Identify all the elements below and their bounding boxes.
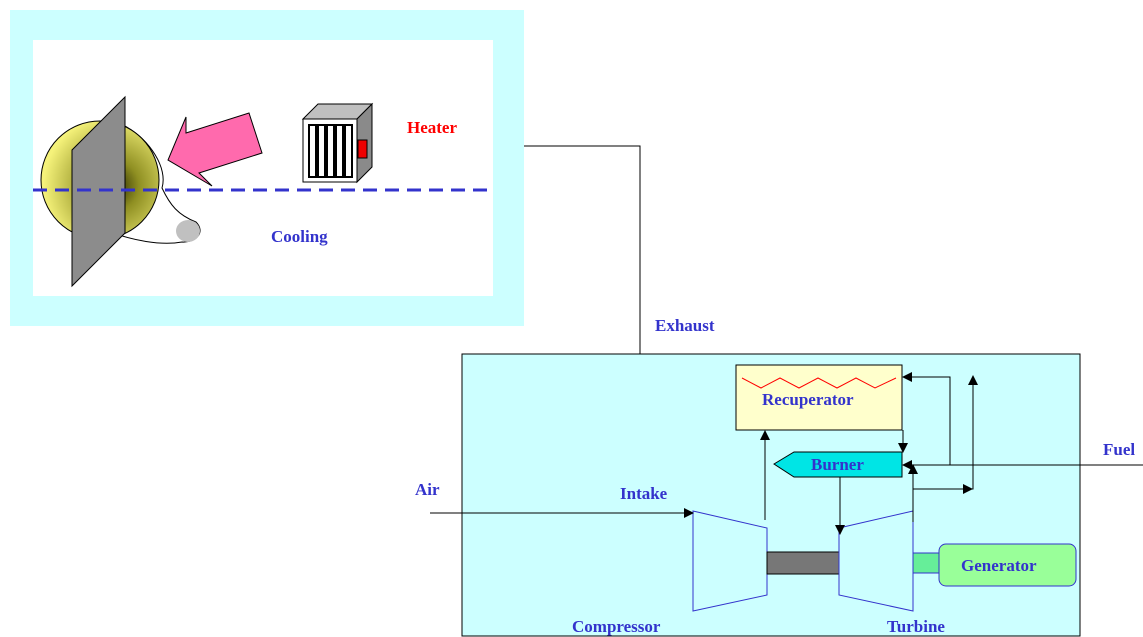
generator-label: Generator — [961, 556, 1037, 575]
exhaust-label: Exhaust — [655, 316, 715, 335]
flow-arrows — [430, 372, 1143, 535]
heater-icon — [301, 102, 374, 184]
turbine-label: Turbine — [887, 617, 945, 636]
air-label: Air — [415, 480, 440, 499]
heat-flow-arrow-icon — [167, 112, 263, 187]
recuperator-coil-icon — [741, 377, 897, 389]
recuperator: Recuperator — [735, 364, 903, 431]
exhaust-line — [524, 145, 736, 378]
turbine — [838, 510, 914, 612]
thruster-icon — [40, 95, 201, 288]
compressor-label: Compressor — [572, 617, 661, 636]
turbine-system: Recuperator Burner Generator — [430, 353, 1143, 637]
compressor — [692, 510, 768, 612]
fuel-label: Fuel — [1103, 440, 1135, 459]
burner-label: Burner — [811, 455, 864, 474]
generator-coupling — [912, 552, 940, 574]
intake-label: Intake — [620, 484, 668, 503]
heater-label: Heater — [407, 118, 457, 137]
heating-cooling-panel: Heater Cooling — [10, 10, 524, 326]
cooling-label: Cooling — [271, 227, 328, 246]
shaft — [766, 551, 840, 575]
recuperator-label: Recuperator — [762, 390, 854, 409]
generator: Generator — [938, 543, 1077, 587]
burner: Burner — [773, 451, 903, 478]
